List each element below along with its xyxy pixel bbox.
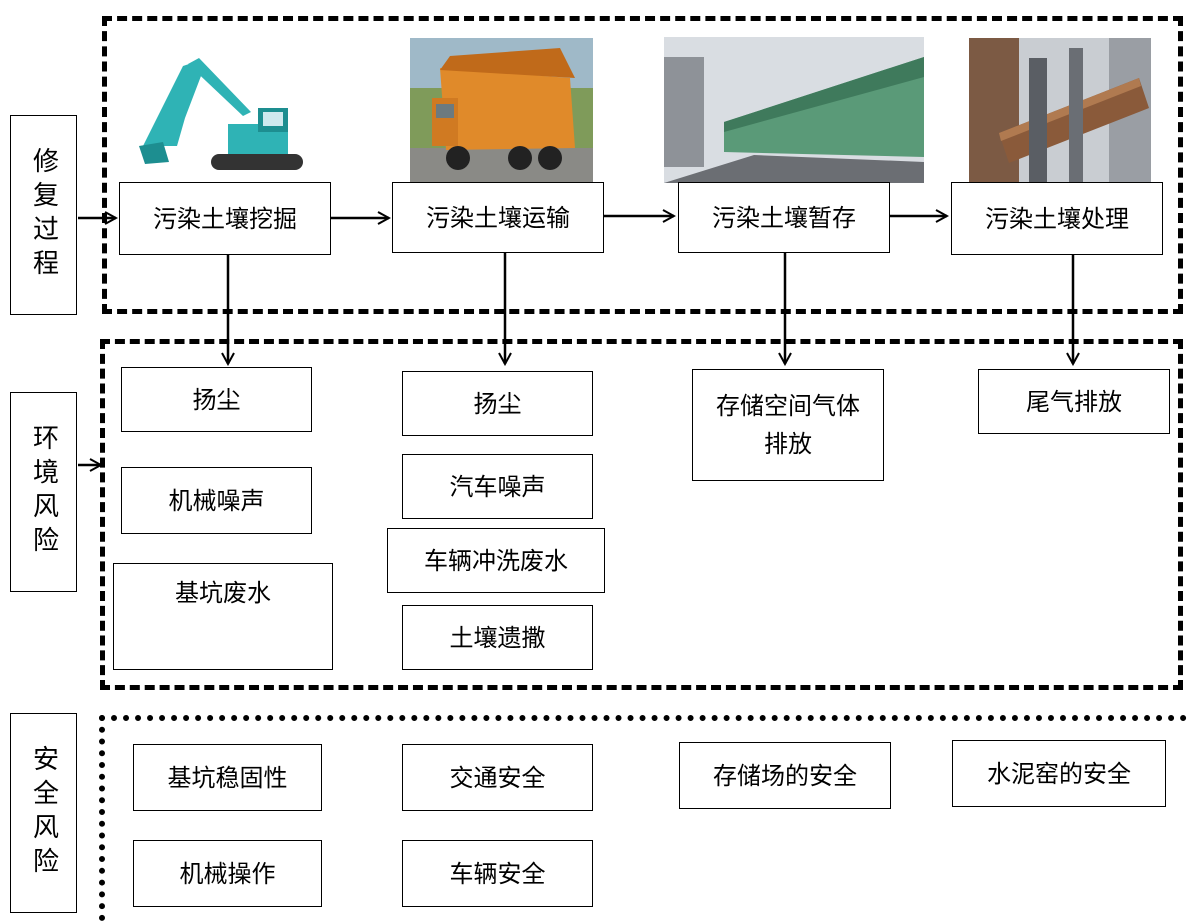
env-risk-frame [100,339,1183,690]
env-risk-soil-spill: 土壤遗撒 [402,605,593,670]
env-risk-wash-wastewater: 车辆冲洗废水 [387,528,605,593]
side-label-safety-risk: 安全风险 [10,713,77,913]
env-risk-dust-excavation: 扬尘 [121,367,312,432]
safety-risk-traffic: 交通安全 [402,744,593,811]
env-risk-dust-transport: 扬尘 [402,371,593,436]
side-label-environmental-risk: 环境风险 [10,392,77,592]
cement-kiln-photo [969,38,1151,183]
safety-risk-machine-operation: 机械操作 [133,840,322,907]
process-treatment-label: 污染土壤处理 [985,204,1129,233]
process-transport-label: 污染土壤运输 [426,203,570,232]
env-risk-pit-wastewater: 基坑废水 [113,563,333,670]
process-storage-box: 污染土壤暂存 [678,182,890,253]
safety-risk-storage-site: 存储场的安全 [679,742,891,809]
process-transport-box: 污染土壤运输 [392,182,604,253]
env-risk-storage-gas: 存储空间气体排放 [692,369,884,481]
storage-shed-photo [664,37,924,183]
safety-risk-frame [99,715,1187,921]
process-frame [102,16,1183,314]
env-risk-machine-noise: 机械噪声 [121,467,312,534]
process-excavation-box: 污染土壤挖掘 [119,182,331,255]
process-excavation-label: 污染土壤挖掘 [153,204,297,233]
process-treatment-box: 污染土壤处理 [951,182,1163,255]
safety-risk-pit-stability: 基坑稳固性 [133,744,322,811]
env-risk-exhaust: 尾气排放 [978,369,1170,434]
process-storage-label: 污染土壤暂存 [712,203,856,232]
env-risk-vehicle-noise: 汽车噪声 [402,454,593,519]
safety-risk-vehicle: 车辆安全 [402,840,593,907]
dump-truck-photo [410,38,593,183]
side-label-repair-process: 修复过程 [10,115,77,315]
excavator-photo [133,46,311,178]
safety-risk-cement-kiln: 水泥窑的安全 [952,740,1166,807]
